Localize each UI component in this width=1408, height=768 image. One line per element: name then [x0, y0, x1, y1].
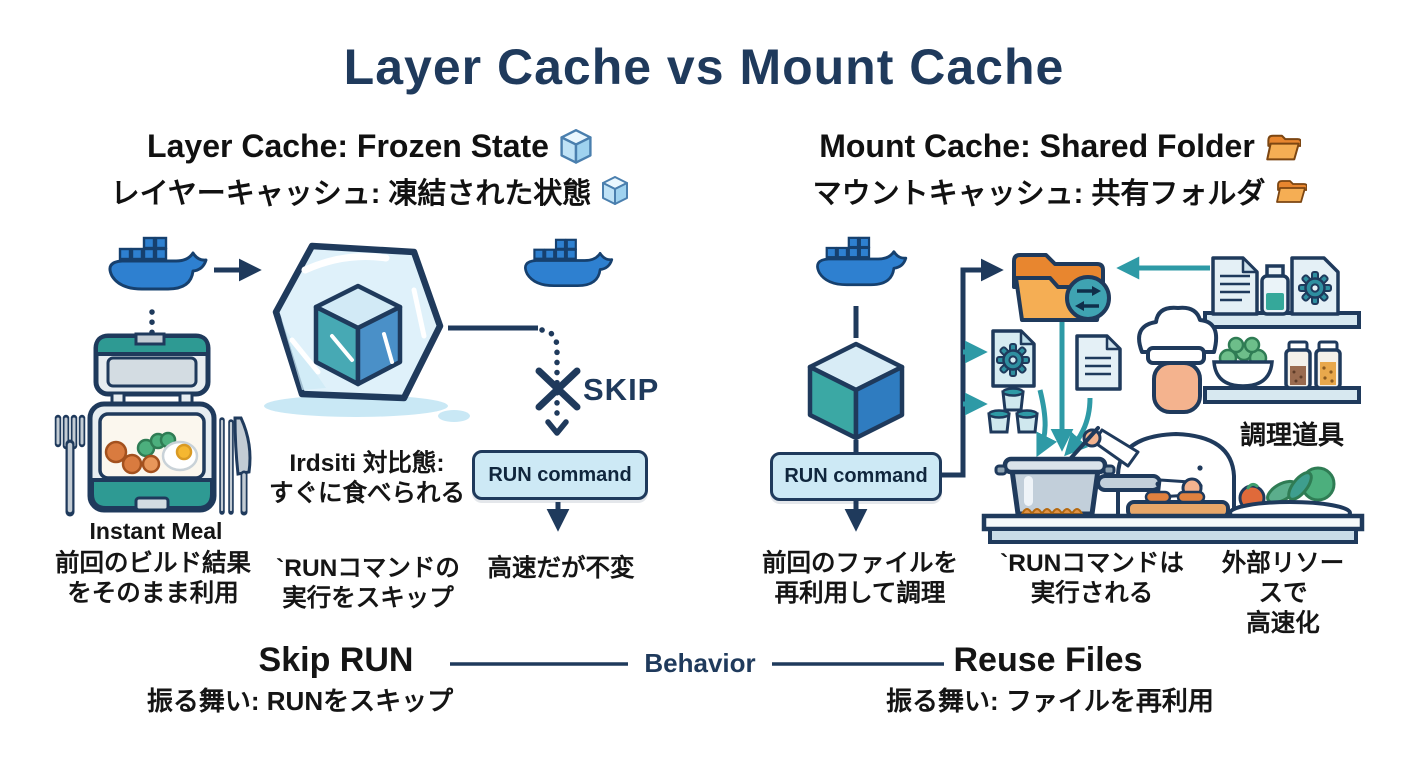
right-heading-en: Mount Cache: Shared Folder — [730, 128, 1390, 165]
open-folder-icon — [1276, 180, 1308, 203]
footer-reuse-files-label: Reuse Files — [953, 641, 1143, 679]
instant-meal-label: Instant Meal — [89, 518, 223, 544]
shared-folder-icon — [1012, 253, 1111, 322]
docker-whale-icon — [108, 236, 208, 291]
sync-icon — [1065, 275, 1111, 321]
line-runbox-to-folder — [938, 258, 1004, 478]
caption-fast-immutable: 高速だが不変 — [487, 555, 635, 582]
caption-reuse-files-cook: 前回のファイルを 再利用して調理 — [762, 550, 958, 607]
caption-build-result: 前回のビルド結果 をそのまま利用 — [55, 550, 251, 607]
salad-bowl-icon — [1212, 336, 1274, 388]
image-layer-cube-icon — [807, 341, 905, 441]
open-folder-icon — [1266, 134, 1301, 160]
cooking-pot-icon — [994, 456, 1116, 517]
document-icon — [1211, 256, 1259, 316]
kitchen-counter — [981, 513, 1365, 544]
run-command-box-left: RUN command — [472, 450, 648, 500]
footer-left-caption-ja: 振る舞い: RUNをスキップ — [146, 686, 454, 716]
caption-run-executed: `RUNコマンドは 実行される — [1000, 550, 1184, 607]
spice-jar-icon — [1284, 340, 1342, 390]
caption-state: Irdsiti 対比態: すぐに食べられる — [269, 450, 465, 507]
run-command-box-right: RUN command — [770, 452, 942, 501]
right-heading-ja: マウントキャッシュ: 共有フォルダ — [730, 170, 1390, 212]
vegetable-plate-icon — [1228, 466, 1352, 526]
right-heading-ja-text: マウントキャッシュ: 共有フォルダ — [812, 178, 1266, 210]
footer-behavior-label: Behavior — [644, 648, 756, 678]
run-command-label-left: RUN command — [488, 463, 632, 486]
caption-external-resources: 外部リソースで 高速化 — [1221, 550, 1345, 637]
skip-x-icon — [535, 367, 581, 411]
frozen-ice-cube-icon — [264, 242, 470, 422]
document-icon — [1075, 334, 1122, 391]
ice-cube-icon — [560, 128, 592, 164]
footer-skip-run-label: Skip RUN — [258, 641, 414, 679]
left-heading-en-text: Layer Cache: Frozen State — [147, 128, 549, 164]
caption-run-skip: `RUNコマンドの 実行をスキップ — [276, 555, 460, 612]
knife-icon — [219, 416, 252, 516]
left-heading-en: Layer Cache: Frozen State — [40, 128, 700, 165]
cooler-lunchbox-icon — [87, 332, 217, 513]
bottle-icon — [1260, 264, 1290, 316]
ice-cube-icon — [602, 176, 629, 205]
teal-curve-to-pot-1 — [1036, 389, 1057, 458]
kitchen-shelf-icon — [1203, 256, 1361, 404]
containers-icon — [987, 387, 1039, 434]
cooking-tools-label: 調理道具 — [1239, 420, 1345, 450]
docker-whale-icon — [816, 236, 908, 287]
fork-icon — [54, 414, 86, 517]
left-heading-ja-text: レイヤーキャッシュ: 凍結された状態 — [110, 178, 592, 210]
gear-file-icon — [1290, 256, 1340, 316]
dotted-arrowhead — [545, 419, 569, 436]
left-heading-ja: レイヤーキャッシュ: 凍結された状態 — [40, 170, 700, 212]
right-heading-en-text: Mount Cache: Shared Folder — [819, 128, 1255, 164]
gear-file-icon — [991, 329, 1036, 388]
run-command-label-right: RUN command — [784, 465, 928, 487]
skip-label: SKIP — [583, 372, 660, 407]
frying-pan-icon — [1096, 474, 1162, 492]
docker-whale-icon — [524, 238, 614, 288]
footer-right-caption-ja: 振る舞い: ファイルを再利用 — [886, 686, 1214, 716]
page-title: Layer Cache vs Mount Cache — [343, 39, 1065, 95]
